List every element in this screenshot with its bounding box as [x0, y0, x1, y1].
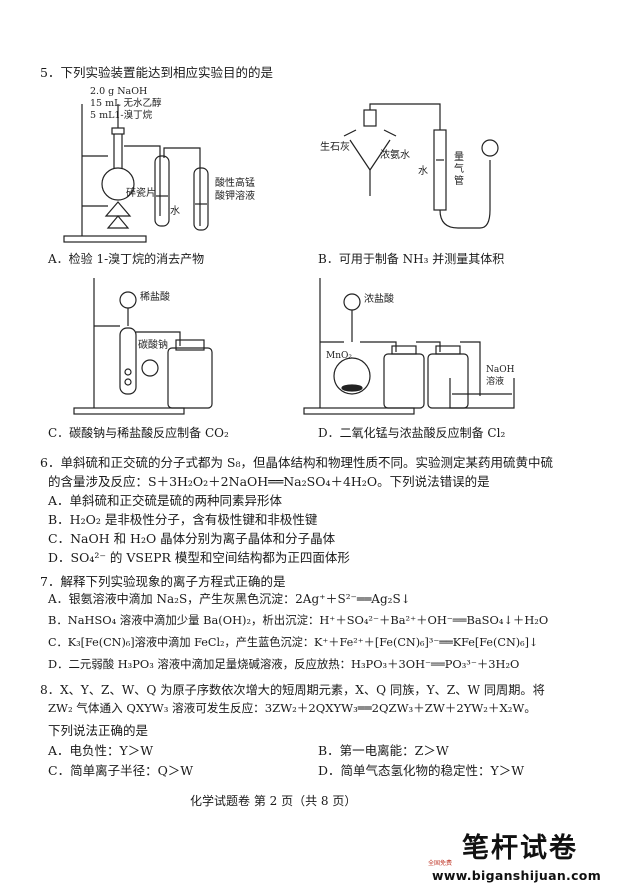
question-7-option-a: A．银氨溶液中滴加 Na₂S，产生灰黑色沉淀：2Ag⁺＋S²⁻══Ag₂S↓: [48, 592, 411, 606]
question-6-option-a: A．单斜硫和正交硫是硫的两种同素异形体: [48, 493, 283, 508]
figure-b-apparatus: 生石灰 浓氨水 水 量 气 管: [320, 103, 499, 229]
figure-b-caption: B．可用于制备 NH₃ 并测量其体积: [318, 252, 505, 266]
question-8-option-c: C．简单离子半径：Q＞W: [48, 763, 194, 778]
figure-d-label-naoh-1: NaOH: [486, 365, 515, 375]
figure-a-label-chips: 碎瓷片: [126, 186, 156, 199]
figure-c-label-carbonate: 碳酸钠: [138, 338, 168, 351]
question-6-stem-line-2: 的含量涉及反应：S＋3H₂O₂＋2NaOH══Na₂SO₄＋4H₂O。下列说法错…: [48, 474, 490, 489]
question-7-option-c: C．K₃[Fe(CN)₆]溶液中滴加 FeCl₂，产生蓝色沉淀：K⁺＋Fe²⁺＋…: [48, 636, 539, 649]
figure-d-caption: D．二氧化锰与浓盐酸反应制备 Cl₂: [318, 426, 506, 440]
figure-a-caption: A．检验 1-溴丁烷的消去产物: [48, 252, 205, 266]
figure-b-label-burette-2: 气: [454, 162, 464, 175]
question-5-stem: 5．下列实验装置能达到相应实验目的的是: [40, 65, 273, 80]
question-7-stem: 7．解释下列实验现象的离子方程式正确的是: [40, 574, 286, 589]
figure-a-label-kmno4-1: 酸性高锰: [215, 176, 255, 189]
figure-b-label-burette-1: 量: [454, 151, 464, 163]
question-6-stem-line-1: 6．单斜硫和正交硫的分子式都为 S₈，但晶体结构和物理性质不同。实验测定某药用硫…: [40, 455, 554, 470]
figure-a-reagent-1: 2.0 g NaOH: [90, 86, 147, 97]
question-8-option-b: B．第一电离能：Z＞W: [318, 743, 449, 758]
question-8-stem-line-1: 8．X、Y、Z、W、Q 为原子序数依次增大的短周期元素，X、Q 同族，Y、Z、W…: [40, 683, 545, 697]
question-8-option-a: A．电负性：Y＞W: [48, 743, 154, 758]
figure-a-label-water: 水: [170, 205, 180, 217]
figure-c-caption: C．碳酸钠与稀盐酸反应制备 CO₂: [48, 426, 229, 440]
figure-d-label-acid: 浓盐酸: [364, 292, 394, 305]
question-8-option-d: D．简单气态氢化物的稳定性：Y＞W: [318, 763, 525, 778]
question-8-stem-line-2: ZW₂ 气体通入 QXYW₃ 溶液可发生反应：3ZW₂＋2QXYW₃══2QZW…: [48, 701, 536, 715]
watermark-brand: 笔杆试卷: [462, 833, 578, 864]
figure-a-label-kmno4-2: 酸钾溶液: [215, 189, 255, 202]
question-7-option-b: B．NaHSO₄ 溶液中滴加少量 Ba(OH)₂，析出沉淀：H⁺＋SO₄²⁻＋B…: [48, 613, 549, 627]
figure-c-apparatus: 稀盐酸 碳酸钠: [73, 278, 213, 415]
figure-b-label-ammonia: 浓氨水: [380, 148, 410, 161]
figure-c-label-acid: 稀盐酸: [140, 290, 170, 303]
question-6-option-b: B．H₂O₂ 是非极性分子，含有极性键和非极性键: [48, 512, 318, 527]
figure-d-apparatus: 浓盐酸 MnO₂ NaOH 溶液: [303, 278, 515, 415]
figure-a-apparatus: 2.0 g NaOH 15 mL 无水乙醇 5 mL1-溴丁烷 碎瓷片 水 酸性…: [63, 86, 255, 243]
figure-d-label-mno2: MnO₂: [326, 351, 352, 361]
question-8-stem-line-3: 下列说法正确的是: [48, 723, 149, 738]
question-6-option-d: D．SO₄²⁻ 的 VSEPR 模型和空间结构都为正四面体形: [48, 550, 350, 565]
watermark-tag: 全国免费: [428, 860, 453, 867]
page-footer: 化学试题卷 第 2 页（共 8 页）: [190, 794, 357, 808]
figure-b-label-water: 水: [418, 165, 428, 177]
question-7-option-d: D．二元弱酸 H₃PO₃ 溶液中滴加足量烧碱溶液，反应放热：H₃PO₃＋3OH⁻…: [48, 657, 520, 671]
figure-a-reagent-2: 15 mL 无水乙醇: [90, 97, 162, 109]
question-6-option-c: C．NaOH 和 H₂O 晶体分别为离子晶体和分子晶体: [48, 531, 336, 546]
figure-a-reagent-3: 5 mL1-溴丁烷: [90, 109, 153, 121]
figure-b-label-burette-3: 管: [454, 174, 464, 187]
watermark-url: www.biganshijuan.com: [432, 868, 602, 883]
figure-b-label-lime: 生石灰: [320, 140, 350, 153]
figure-d-label-naoh-2: 溶液: [486, 375, 504, 387]
